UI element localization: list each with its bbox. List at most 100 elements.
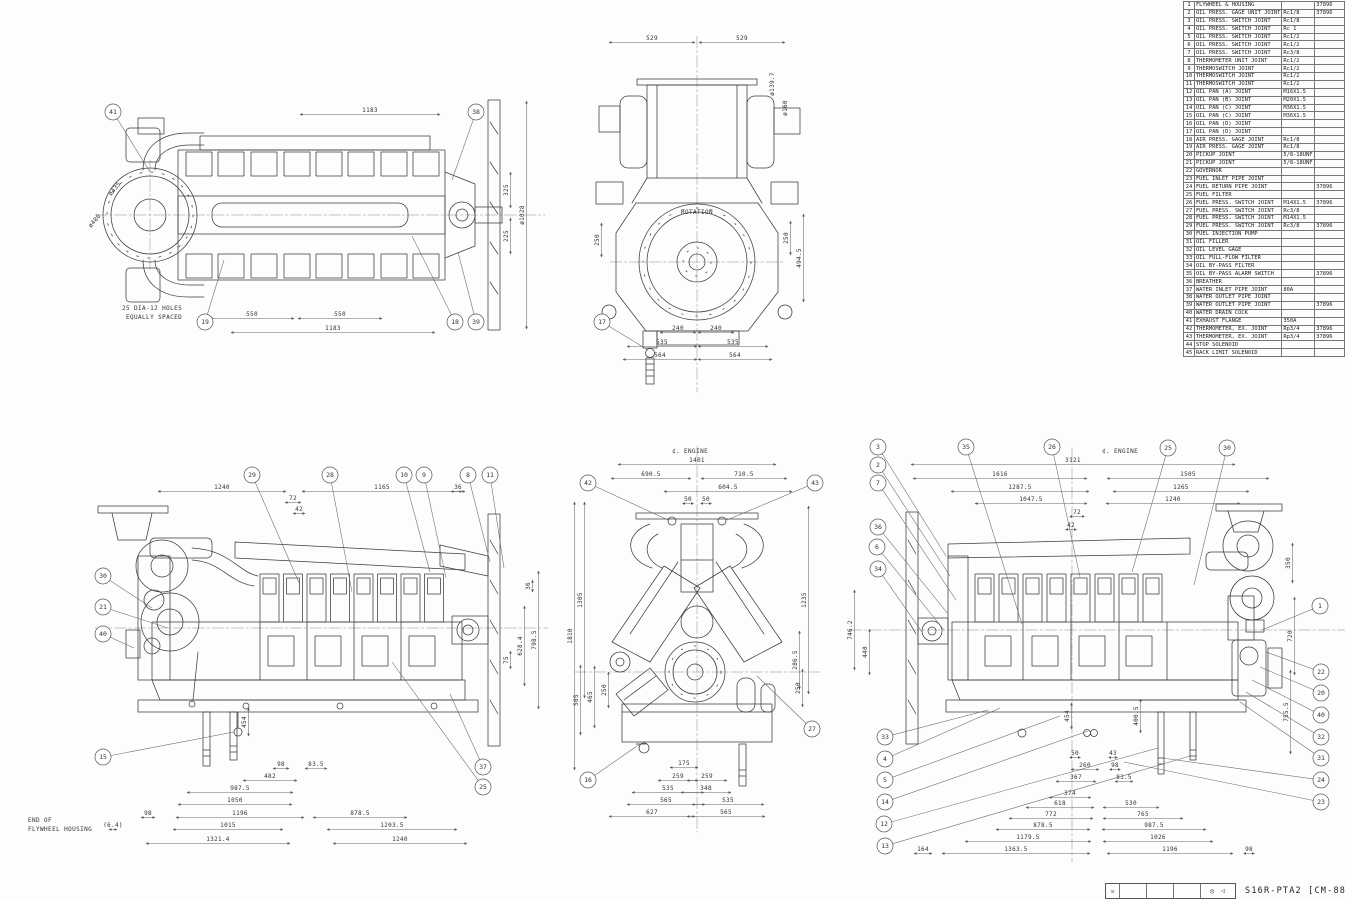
- parts-table-row: 30 FUEL INJECTION PUMP: [1183, 229, 1345, 239]
- dimension-label: (6.4): [103, 822, 123, 829]
- dimension-label: 98: [144, 810, 152, 817]
- dimension-label: ø435: [107, 181, 122, 198]
- part-ref: [1314, 348, 1345, 358]
- part-size: [1281, 127, 1316, 137]
- parts-table-row: 42 THERMOMETER, EX. JOINT Rp3/4 37896: [1183, 324, 1345, 334]
- part-name: AIR PRESS. GAGE JOINT: [1193, 143, 1283, 152]
- dimension-label: 535: [662, 785, 674, 792]
- drawing-note: 25 DIA-12 HOLES: [122, 305, 182, 312]
- oil-filter-cluster: [1231, 639, 1267, 697]
- dimension-label: 1305: [577, 592, 584, 608]
- balloon: [593, 313, 611, 331]
- part-name: OIL FILLER: [1193, 237, 1283, 247]
- part-ref: [1314, 166, 1345, 176]
- dimension-label: 36: [454, 484, 462, 491]
- dimension-label: 494.5: [796, 248, 803, 268]
- part-size: Rc1/8: [1281, 143, 1316, 152]
- part-ref: [1314, 119, 1345, 129]
- part-size: [1281, 119, 1316, 129]
- part-ref: [1314, 103, 1345, 113]
- parts-table-row: 4 OIL PRESS. SWITCH JOINT Rc 1: [1183, 24, 1345, 34]
- part-name: THERMOSWITCH JOINT: [1193, 79, 1283, 89]
- part-size: Rc1/8: [1281, 135, 1316, 145]
- dimension-label: 1287.5: [1008, 484, 1032, 491]
- balloon-number: 25: [479, 783, 487, 791]
- balloon: [1043, 438, 1061, 456]
- parts-table-row: 6 OIL PRESS. SWITCH JOINT Rc1/2: [1183, 40, 1345, 50]
- parts-table-row: 39 WATER OUTLET PIPE JOINT 37896: [1183, 300, 1345, 310]
- dimension-label: 746.2: [847, 620, 854, 640]
- part-size: Rc3/8: [1281, 48, 1316, 58]
- balloon-number: 8: [466, 471, 470, 479]
- balloon-leader: [965, 446, 1023, 625]
- part-size: Rp3/4: [1281, 332, 1316, 342]
- part-size: Rc3/8: [1281, 206, 1316, 216]
- balloon-number: 16: [584, 776, 592, 784]
- crank-damper: [664, 641, 726, 703]
- dimension-label: 42: [295, 506, 303, 513]
- part-ref: [1314, 292, 1345, 302]
- balloon-leader: [1259, 666, 1322, 694]
- drawing-note: END OF: [28, 817, 52, 824]
- part-ref: [1314, 253, 1345, 263]
- part-number: 9: [1183, 64, 1195, 74]
- parts-table-row: 40 WATER DRAIN COCK: [1183, 308, 1345, 318]
- part-name: PICKUP JOINT: [1193, 150, 1283, 160]
- balloon: [395, 466, 413, 484]
- part-size: M14X1.5: [1281, 214, 1316, 223]
- parts-table-row: 37 WATER INLET PIPE JOINT 80A: [1183, 285, 1345, 294]
- part-name: THERMOMETER UNIT JOINT: [1193, 56, 1283, 66]
- dimension-label: 772: [1045, 811, 1057, 818]
- parts-table-row: 12 OIL PAN (A) JOINT M16X1.5: [1183, 87, 1345, 97]
- balloon-number: 30: [1223, 444, 1231, 452]
- balloon-leader: [329, 474, 353, 593]
- dimension-label: 627: [646, 809, 658, 816]
- fan-plate-plan: [487, 99, 501, 331]
- balloon-leader: [251, 474, 301, 586]
- dimension-label: 1165: [374, 484, 390, 491]
- part-number: 12: [1183, 87, 1195, 97]
- part-name: THERMOMETER, EX. JOINT: [1193, 324, 1283, 334]
- parts-table-row: 5 OIL PRESS. SWITCH JOINT Rc1/2: [1183, 32, 1345, 42]
- balloon: [1312, 663, 1330, 681]
- dimension-label: 240: [672, 325, 684, 332]
- balloon-number: 12: [880, 820, 888, 828]
- part-ref: [1314, 48, 1345, 58]
- balloon-number: 35: [962, 443, 970, 451]
- balloon-number: 42: [584, 479, 592, 487]
- balloon-number: 25: [1164, 444, 1172, 452]
- valve-covers-top-row: [185, 151, 440, 177]
- parts-table-row: 21 PICKUP JOINT 5/8-18UNF: [1183, 158, 1345, 168]
- dimension-label: 1321.4: [206, 836, 230, 843]
- dimension-label: 710.5: [734, 471, 754, 478]
- revision-mark-icon: ☒: [1106, 884, 1120, 898]
- flywheel: [638, 203, 756, 321]
- part-number: 43: [1183, 332, 1195, 342]
- balloon: [869, 438, 887, 456]
- dimension-label: 454: [1064, 710, 1071, 722]
- dimension-label: 765: [1137, 811, 1149, 818]
- balloon-leader: [1251, 679, 1322, 716]
- parts-table-row: 23 FUEL INLET PIPE JOINT: [1183, 174, 1345, 184]
- part-size: Rp3/4: [1281, 324, 1316, 334]
- balloon-number: 14: [881, 798, 889, 806]
- part-number: 32: [1183, 245, 1195, 255]
- part-ref: [1314, 127, 1345, 137]
- turbocharger-upper: [135, 539, 189, 593]
- balloon-leader: [587, 482, 669, 521]
- drawing-note: ROTATION: [681, 209, 713, 216]
- parts-table-row: 28 FUEL PRESS. SWITCH JOINT M14X1.5: [1183, 214, 1345, 223]
- oil-drain-plug: [645, 348, 655, 358]
- part-ref: [1314, 64, 1345, 74]
- balloon-leader: [1123, 761, 1322, 803]
- right-side-view-drawing: [849, 447, 1345, 863]
- part-size: [1281, 277, 1316, 287]
- part-number: 39: [1183, 300, 1195, 310]
- part-name: FUEL PRESS. SWITCH JOINT: [1193, 221, 1283, 231]
- part-number: 20: [1183, 150, 1195, 160]
- balloon-leader: [877, 526, 949, 615]
- balloon: [869, 474, 887, 492]
- balloon-number: 43: [811, 479, 819, 487]
- dimension-label: 565: [720, 809, 732, 816]
- part-name: WATER DRAIN COCK: [1193, 308, 1283, 318]
